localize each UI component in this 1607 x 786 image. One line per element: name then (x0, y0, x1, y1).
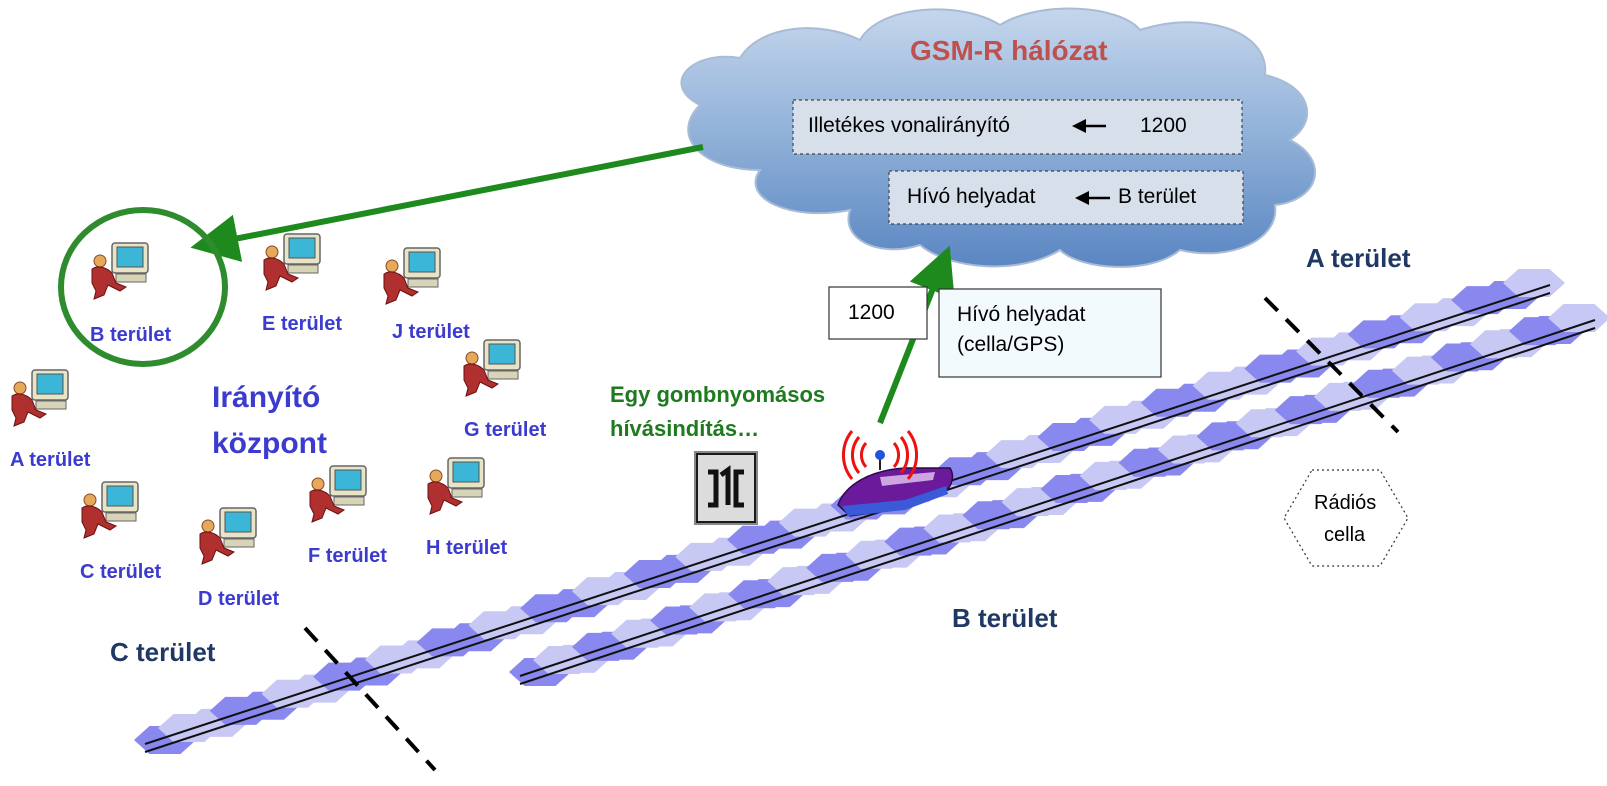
station-label: D terület (198, 588, 280, 610)
radio-cell-hexagon (1283, 469, 1409, 567)
cell-hexagon (1503, 269, 1565, 297)
caller-location-value: B terület (1118, 185, 1197, 208)
responsible-controller-box (792, 99, 1243, 155)
region-label-a: A terület (1306, 243, 1411, 273)
uplink-location-line1: Hívó helyadat (957, 303, 1086, 326)
workstation-icon (383, 247, 441, 305)
uplink-arrow (877, 245, 955, 425)
caller-location-label: Hívó helyadat (907, 185, 1036, 208)
location-info-box (938, 288, 1162, 378)
one-touch-line2: hívásindítás… (610, 416, 760, 441)
workstation-icon (263, 233, 321, 291)
uplink-location-line2: (cella/GPS) (957, 333, 1065, 356)
control-center-title-line2: központ (212, 427, 327, 460)
left-arrow-icon (1075, 191, 1110, 205)
railway-tracks (134, 269, 1607, 754)
train-icon (837, 467, 954, 517)
one-touch-line1: Egy gombnyomásos (610, 382, 826, 407)
station-label: B terület (90, 324, 172, 346)
number-box (828, 286, 928, 340)
responsible-controller-value: 1200 (1140, 114, 1187, 137)
cell-hexagon (1548, 304, 1607, 332)
workstation-icon (81, 481, 139, 539)
control-center-title-line1: Irányító (212, 381, 321, 414)
uplink-number: 1200 (848, 301, 895, 324)
rail-line (144, 292, 1551, 753)
radio-cell-line2: cella (1324, 524, 1366, 546)
station-label: A terület (10, 449, 91, 471)
one-touch-call-icon (694, 451, 758, 525)
workstation-icon (463, 339, 521, 397)
workstation-icon (91, 242, 149, 300)
region-label-b: B terület (952, 603, 1058, 633)
radio-cell-line1: Rádiós (1314, 492, 1377, 514)
station-label: G terület (464, 419, 547, 441)
station-label: H terület (426, 537, 508, 559)
workstation-icon (199, 507, 257, 565)
workstation-icon (309, 465, 367, 523)
network-title: GSM-R hálózat (910, 35, 1108, 66)
selected-station-circle (58, 207, 228, 367)
region-boundary-c (303, 626, 437, 772)
region-boundary-a (1263, 296, 1400, 434)
region-label-c: C terület (110, 637, 216, 667)
station-label: E terület (262, 313, 343, 335)
routing-arrow (190, 144, 704, 262)
rail-line (519, 319, 1596, 677)
responsible-controller-label: Illetékes vonalirányító (808, 114, 1010, 137)
station-label: F terület (308, 545, 387, 567)
station-label: C terület (80, 561, 162, 583)
antenna-signal-icon (842, 430, 918, 480)
workstation-icon (11, 369, 69, 427)
workstation-icon (427, 457, 485, 515)
rail-line (519, 327, 1596, 685)
left-arrow-icon (1072, 119, 1106, 133)
station-label: J terület (392, 321, 470, 343)
caller-location-box (888, 170, 1244, 225)
